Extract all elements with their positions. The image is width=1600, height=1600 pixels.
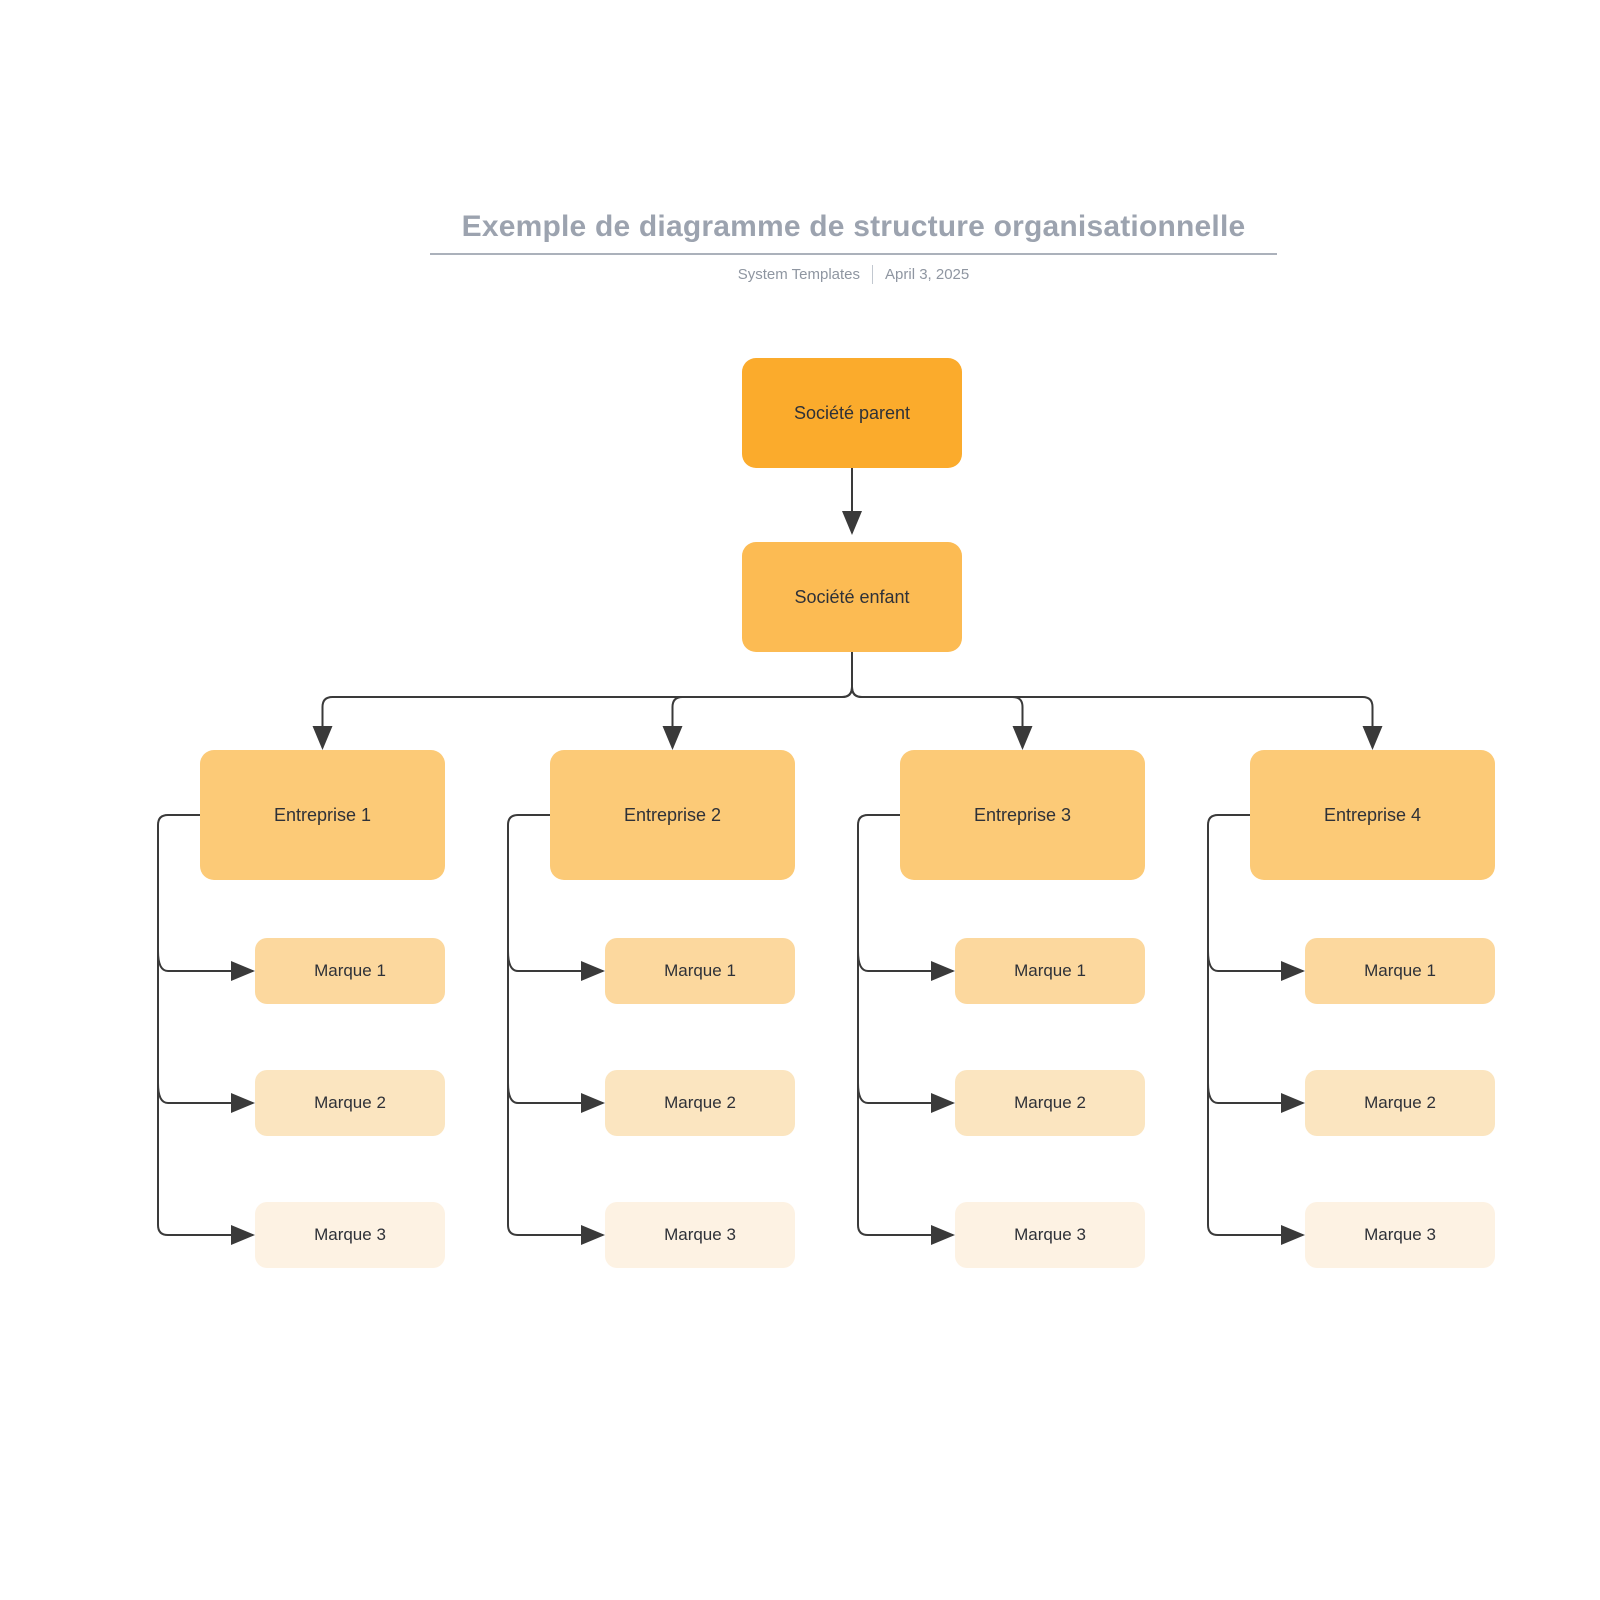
node-marque-2-3: Marque 3: [605, 1202, 795, 1268]
node-marque-1-1: Marque 1: [255, 938, 445, 1004]
connector-line: [851, 652, 1383, 750]
node-entreprise-2: Entreprise 2: [550, 750, 795, 880]
node-entreprise-4-label: Entreprise 4: [1323, 804, 1422, 825]
node-societe-enfant: Société enfant: [742, 542, 962, 652]
node-marque-3-3-label: Marque 3: [1014, 1225, 1086, 1244]
connector-line: [857, 814, 955, 1245]
node-entreprise-4: Entreprise 4: [1250, 750, 1495, 880]
node-marque-1-2: Marque 2: [255, 1070, 445, 1136]
node-marque-4-3-label: Marque 3: [1364, 1225, 1436, 1244]
date-text: April 3, 2025: [885, 266, 970, 283]
node-marque-3-1-label: Marque 1: [1014, 961, 1086, 980]
node-marque-4-1-label: Marque 1: [1364, 961, 1436, 980]
connector-line: [507, 950, 605, 981]
node-marque-2-2: Marque 2: [605, 1070, 795, 1136]
connector-line: [851, 652, 1033, 750]
node-marque-2-2-label: Marque 2: [664, 1093, 736, 1112]
diagram-subtitle: System Templates April 3, 2025: [430, 265, 1277, 284]
connector-line: [1207, 950, 1305, 981]
connector-line: [662, 652, 853, 750]
node-marque-1-3: Marque 3: [255, 1202, 445, 1268]
connector-line: [157, 950, 255, 981]
connector-line: [857, 950, 955, 981]
connector-line: [507, 1082, 605, 1113]
connector-line: [157, 814, 255, 1245]
node-societe-parent-label: Société parent: [793, 402, 911, 423]
node-marque-2-1-label: Marque 1: [664, 961, 736, 980]
subtitle-separator: [872, 265, 874, 284]
node-entreprise-3: Entreprise 3: [900, 750, 1145, 880]
node-marque-1-1-label: Marque 1: [314, 961, 386, 980]
node-marque-3-2-label: Marque 2: [1014, 1093, 1086, 1112]
node-marque-4-2: Marque 2: [1305, 1070, 1495, 1136]
node-societe-enfant-label: Société enfant: [794, 586, 910, 607]
node-entreprise-1: Entreprise 1: [200, 750, 445, 880]
node-marque-4-1: Marque 1: [1305, 938, 1495, 1004]
connector-line: [1207, 1082, 1305, 1113]
node-marque-1-3-label: Marque 3: [314, 1225, 386, 1244]
diagram-header: Exemple de diagramme de structure organi…: [430, 210, 1277, 284]
connector-line: [312, 652, 853, 750]
node-marque-1-2-label: Marque 2: [314, 1093, 386, 1112]
diagram-title: Exemple de diagramme de structure organi…: [461, 210, 1246, 243]
connector-line: [157, 1082, 255, 1113]
node-marque-3-3: Marque 3: [955, 1202, 1145, 1268]
connector-line: [507, 814, 605, 1245]
node-marque-4-3: Marque 3: [1305, 1202, 1495, 1268]
node-marque-2-3-label: Marque 3: [664, 1225, 736, 1244]
connector-line: [857, 1082, 955, 1113]
node-societe-parent: Société parent: [742, 358, 962, 468]
node-marque-3-1: Marque 1: [955, 938, 1145, 1004]
node-marque-2-1: Marque 1: [605, 938, 795, 1004]
node-marque-3-2: Marque 2: [955, 1070, 1145, 1136]
connector-line: [1207, 814, 1305, 1245]
node-entreprise-3-label: Entreprise 3: [973, 804, 1072, 825]
node-entreprise-2-label: Entreprise 2: [623, 804, 722, 825]
node-marque-4-2-label: Marque 2: [1364, 1093, 1436, 1112]
byline-text: System Templates: [737, 266, 861, 283]
title-underline: [430, 253, 1277, 255]
node-entreprise-1-label: Entreprise 1: [273, 804, 372, 825]
